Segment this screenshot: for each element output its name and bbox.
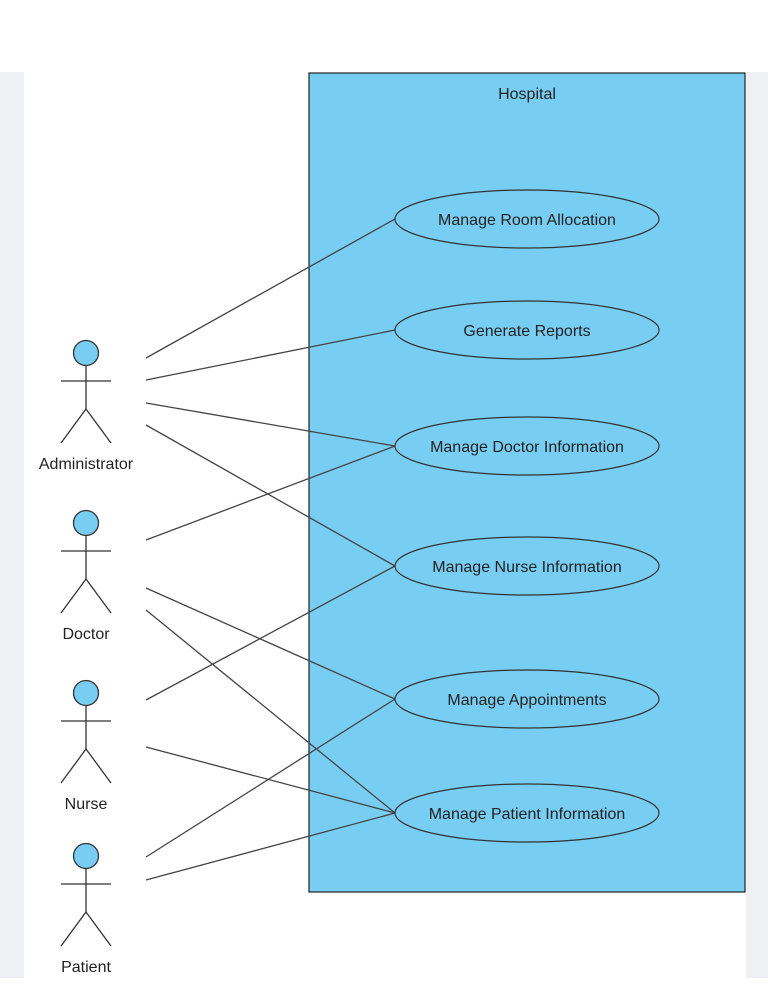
- use-case-ellipse[interactable]: [394, 669, 660, 729]
- actor-head-icon: [72, 842, 100, 870]
- association-lines: [145, 218, 396, 881]
- association-patient-patientinfo[interactable]: [145, 812, 396, 881]
- actor-left-leg: [60, 911, 87, 947]
- use-case-label: Manage Patient Information: [429, 806, 626, 823]
- association-administrator-room[interactable]: [145, 218, 396, 359]
- use-case-reports[interactable]: Generate Reports: [394, 300, 660, 360]
- actor-left-leg: [60, 748, 87, 784]
- actor-head-icon: [72, 679, 100, 707]
- actor-label: Nurse: [65, 796, 108, 813]
- association-doctor-doctorinfo[interactable]: [145, 445, 396, 541]
- use-case-label: Manage Nurse Information: [432, 559, 621, 576]
- actor-patient[interactable]: Patient: [60, 842, 112, 977]
- association-administrator-nurseinfo[interactable]: [145, 424, 396, 567]
- use-case-ellipse[interactable]: [394, 416, 660, 476]
- actor-left-leg: [60, 578, 87, 614]
- use-case-patientinfo[interactable]: Manage Patient Information: [394, 783, 660, 843]
- association-administrator-reports[interactable]: [145, 329, 396, 381]
- use-case-label: Manage Room Allocation: [438, 212, 616, 229]
- actor-right-leg: [85, 578, 112, 614]
- association-doctor-patientinfo[interactable]: [145, 609, 396, 814]
- association-nurse-nurseinfo[interactable]: [145, 565, 396, 701]
- actor-head-icon: [72, 509, 100, 537]
- association-doctor-appointments[interactable]: [145, 587, 396, 700]
- actor-doctor[interactable]: Doctor: [60, 509, 112, 644]
- use-case-room[interactable]: Manage Room Allocation: [394, 189, 660, 249]
- actor-administrator[interactable]: Administrator: [39, 339, 134, 474]
- use-case-ellipse[interactable]: [394, 300, 660, 360]
- use-case-ellipse[interactable]: [394, 189, 660, 249]
- system-title: Hospital: [498, 86, 556, 103]
- use-case-label: Manage Appointments: [447, 692, 606, 709]
- actor-right-leg: [85, 408, 112, 444]
- use-case-label: Manage Doctor Information: [430, 439, 624, 456]
- actor-nurse[interactable]: Nurse: [60, 679, 112, 814]
- association-patient-appointments[interactable]: [145, 698, 396, 858]
- association-administrator-doctorinfo[interactable]: [145, 402, 396, 447]
- actor-left-leg: [60, 408, 87, 444]
- actor-right-leg: [85, 911, 112, 947]
- actor-label: Administrator: [39, 456, 134, 473]
- actor-head-icon: [72, 339, 100, 367]
- use-case-doctorinfo[interactable]: Manage Doctor Information: [394, 416, 660, 476]
- association-nurse-patientinfo[interactable]: [145, 746, 396, 814]
- actor-right-leg: [85, 748, 112, 784]
- use-case-label: Generate Reports: [463, 323, 590, 340]
- use-case-nurseinfo[interactable]: Manage Nurse Information: [394, 536, 660, 596]
- use-case-appointments[interactable]: Manage Appointments: [394, 669, 660, 729]
- use-case-ellipse[interactable]: [394, 783, 660, 843]
- actor-label: Doctor: [62, 626, 110, 643]
- actor-label: Patient: [61, 959, 111, 976]
- use-case-ellipse[interactable]: [394, 536, 660, 596]
